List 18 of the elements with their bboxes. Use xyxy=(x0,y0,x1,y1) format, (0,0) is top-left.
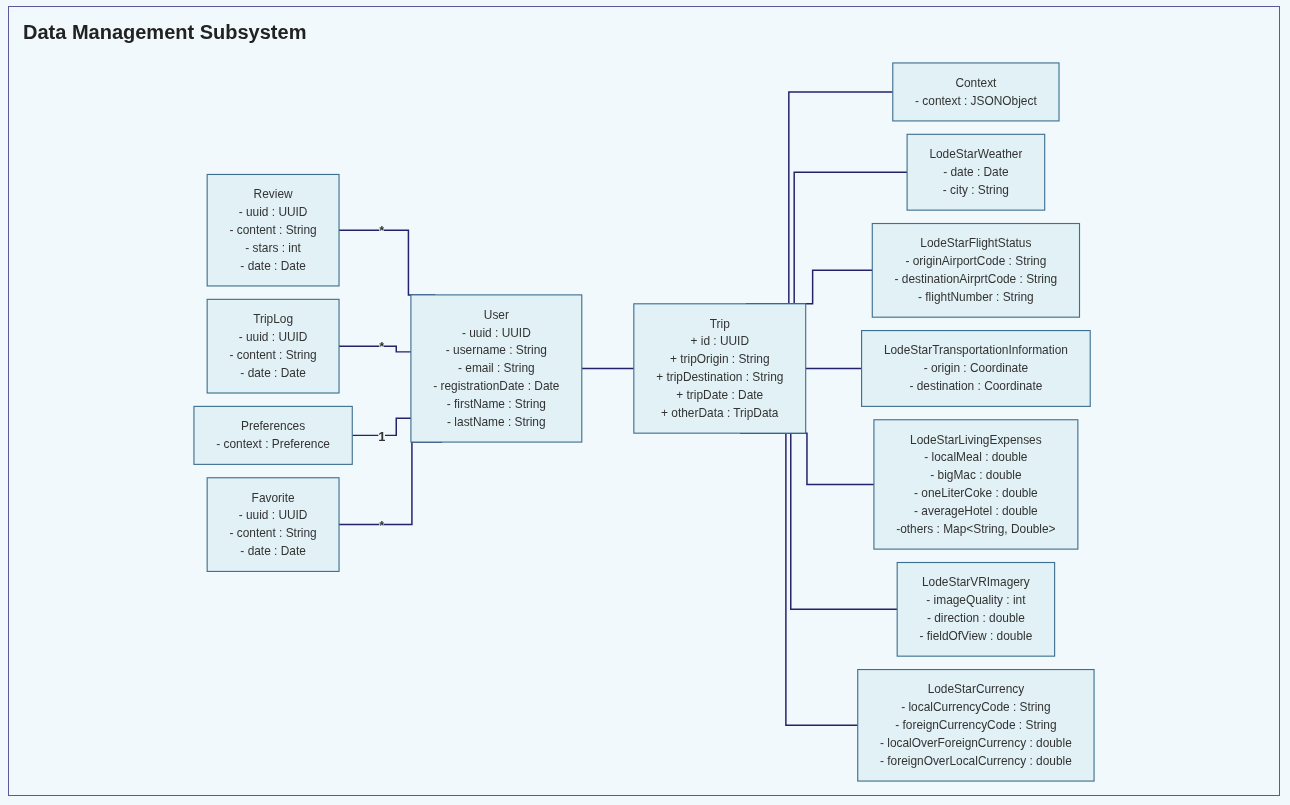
node-box: LodeStarVRImagery - imageQuality : int - direction : double - fieldOfView : double xyxy=(896,561,1056,657)
node-box: Favorite - uuid : UUID - content : String - date : Date xyxy=(206,477,340,572)
node-box: LodeStarFlightStatus - originAirportCode : String - destinationAirprtCode : String - flightNumber : String xyxy=(871,222,1081,318)
node-box: LodeStarWeather - date : Date - city : String xyxy=(906,133,1046,211)
edge-label: 1 xyxy=(378,428,386,444)
node-box: LodeStarLivingExpenses - localMeal : double - bigMac : double - oneLiterCoke : double - averageHotel : double -others : Map<String, Double> xyxy=(873,419,1079,550)
node-box: Review - uuid : UUID - content : String - stars : int - date : Date xyxy=(206,173,340,287)
node-box: Trip + id : UUID + tripOrigin : String + tripDestination : String + tripDate : Date + otherData : TripData xyxy=(633,303,807,434)
diagram-title: Data Management Subsystem xyxy=(23,21,307,44)
node-box: Preferences - context : Preference xyxy=(193,405,353,465)
node-box: User - uuid : UUID - username : String - email : String - registrationDate : Date - firstName : String - lastName : String xyxy=(410,294,583,443)
node-box: LodeStarTransportationInformation - origin : Coordinate - destination : Coordinate xyxy=(861,330,1091,407)
node-box: Context - context : JSONObject xyxy=(892,62,1060,122)
node-box: TripLog - uuid : UUID - content : String - date : Date xyxy=(206,298,340,394)
edge-label: * xyxy=(379,223,385,239)
edge-label: * xyxy=(379,517,385,533)
edge-label: * xyxy=(379,339,385,355)
node-box: LodeStarCurrency - localCurrencyCode : String - foreignCurrencyCode : String - localOverForeignCurrency : double - foreignOverLocalCurrency : double xyxy=(857,669,1095,782)
